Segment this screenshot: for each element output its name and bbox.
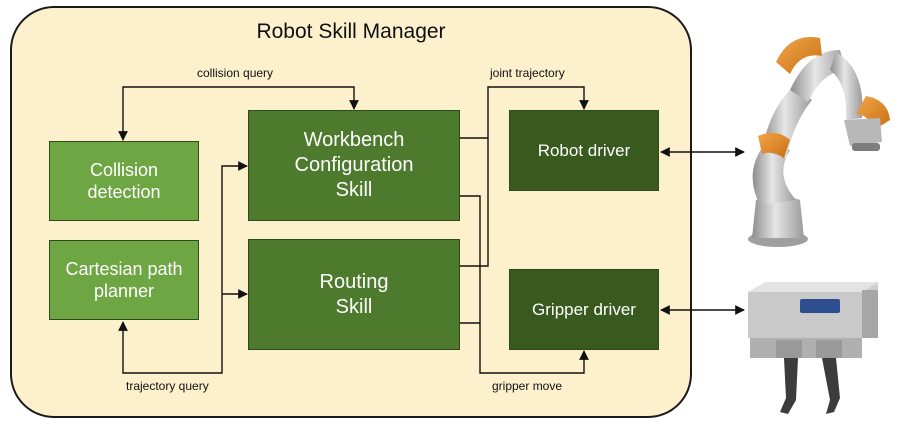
routing-to-joint-trajectory-connector [460, 138, 489, 267]
trajectory-query-label: trajectory query [126, 379, 209, 393]
gripper-driver-label: Gripper driver [532, 299, 636, 319]
gripper-driver-box: Gripper driver [509, 269, 659, 350]
gripper-illustration [748, 282, 878, 414]
gripper-move-label: gripper move [492, 379, 563, 393]
robot-driver-box: Robot driver [509, 110, 659, 191]
container-title: Robot Skill Manager [256, 20, 446, 43]
trajectory-query-connector [118, 161, 248, 374]
collision-query-label: collision query [197, 66, 274, 80]
gripper-move-connector [460, 195, 589, 374]
joint-trajectory-connector [460, 86, 589, 139]
routing-skill-label: Routing Skill [319, 270, 389, 318]
robot-driver-label: Robot driver [537, 140, 631, 160]
joint-trajectory-label: joint trajectory [490, 66, 565, 80]
routing-skill-box: Routing Skill [248, 239, 460, 350]
collision-query-connector [118, 86, 359, 141]
robot-arm-illustration [748, 37, 890, 247]
